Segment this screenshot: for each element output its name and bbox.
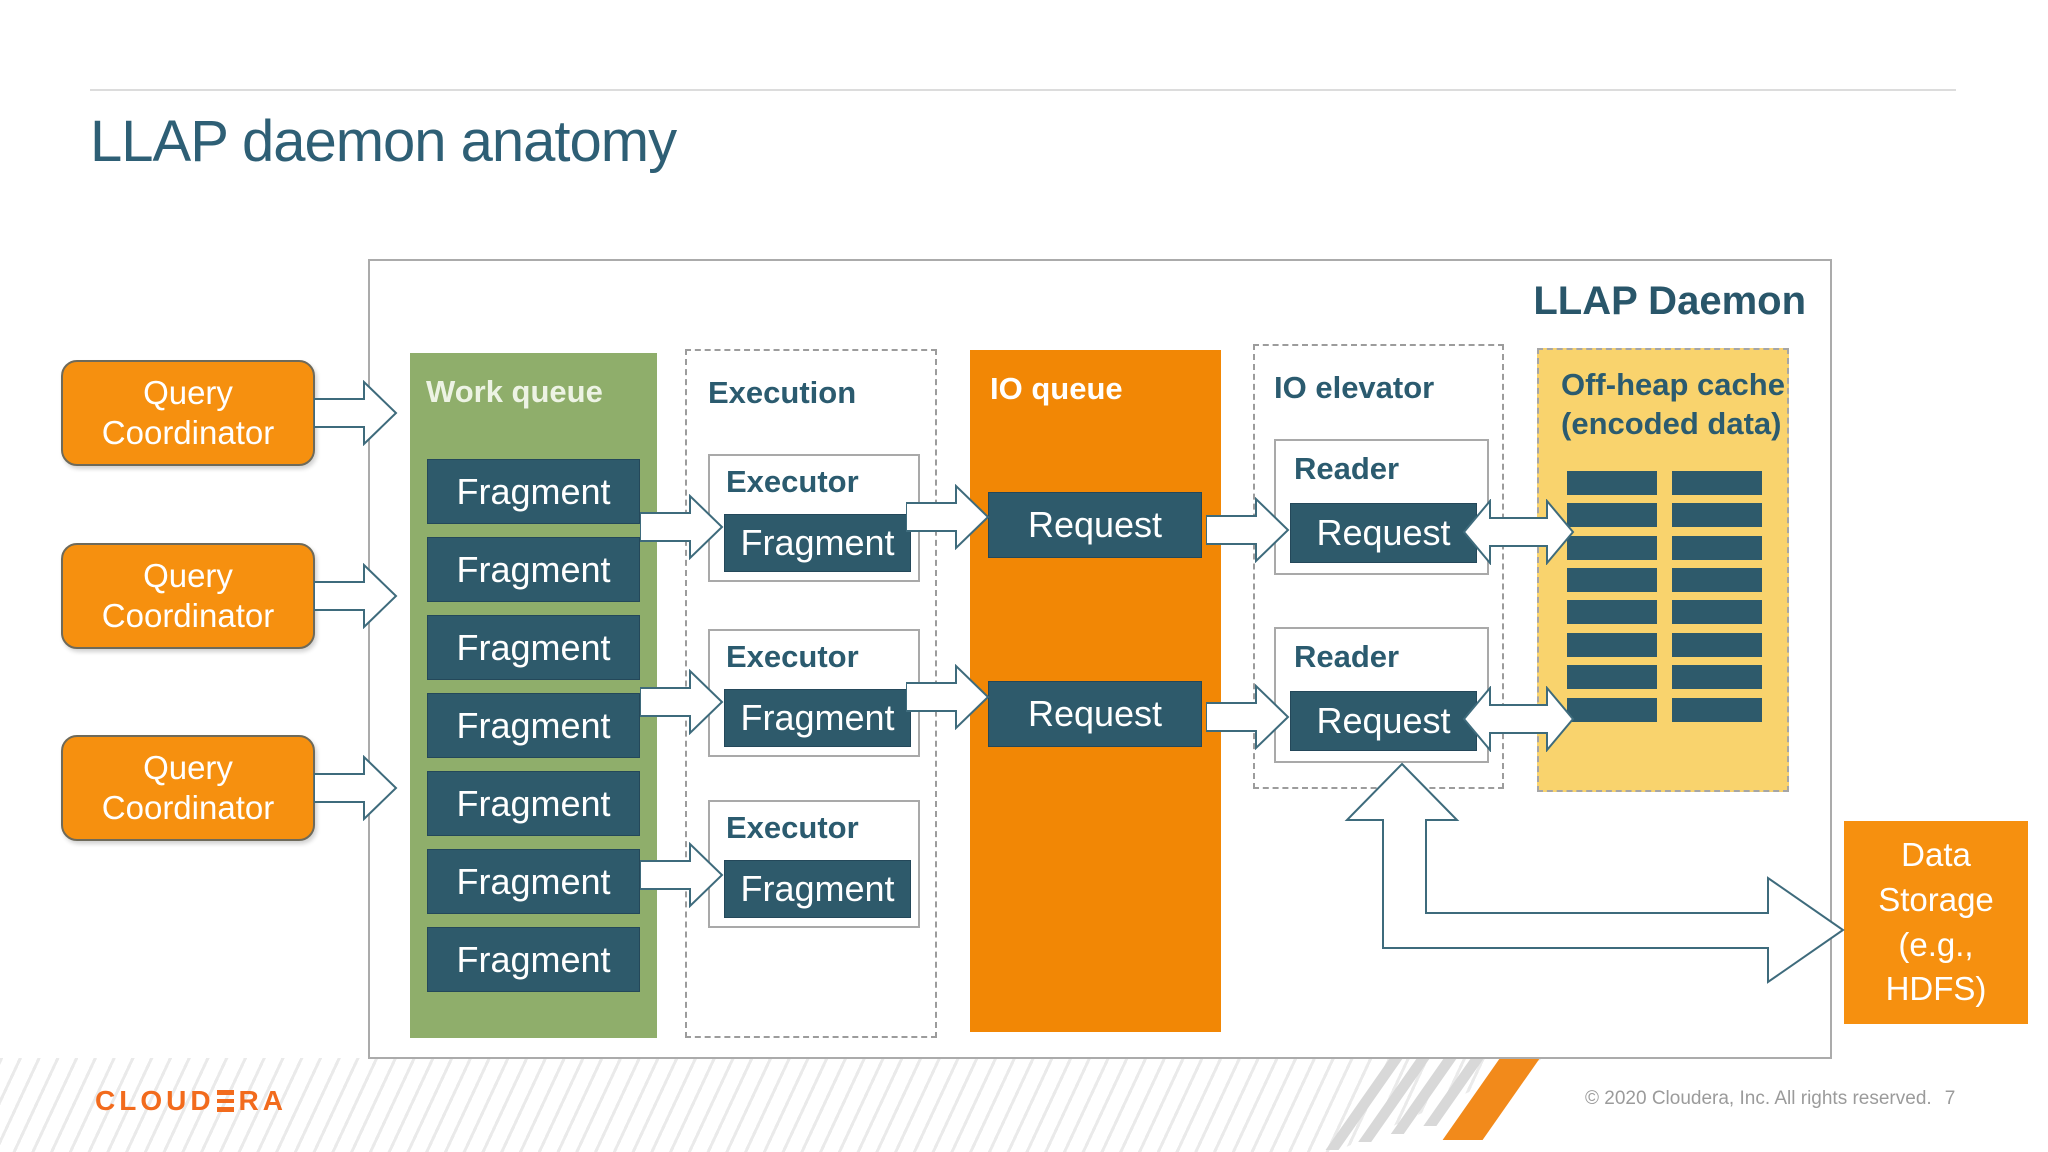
executor-fragment-box: Fragment	[724, 514, 911, 572]
reader-box: Reader Request	[1274, 439, 1489, 575]
reader-request-box: Request	[1290, 503, 1477, 563]
work-queue-label: Work queue	[426, 374, 603, 409]
flow-arrow-icon	[640, 842, 724, 908]
cache-block	[1567, 698, 1657, 722]
request-box: Request	[988, 681, 1202, 747]
execution-label: Execution	[708, 375, 857, 410]
cache-block	[1567, 633, 1657, 657]
flow-arrow-icon	[906, 664, 990, 730]
cache-block	[1567, 471, 1657, 495]
flow-arrow-icon	[314, 380, 398, 446]
cache-block	[1672, 503, 1762, 527]
work-queue-panel: Work queue Fragment Fragment Fragment Fr…	[410, 353, 657, 1038]
executor-label: Executor	[726, 639, 859, 674]
io-queue-panel: IO queue Request Request	[970, 350, 1221, 1032]
logo-text-suffix: RA	[238, 1085, 287, 1116]
offheap-cache-panel: Off-heap cache (encoded data)	[1537, 348, 1789, 792]
flow-arrow-icon	[314, 755, 398, 821]
data-storage-box: Data Storage (e.g., HDFS)	[1844, 821, 2028, 1024]
fragment-box: Fragment	[427, 537, 640, 602]
executor-fragment-box: Fragment	[724, 860, 911, 918]
cache-block	[1567, 600, 1657, 624]
io-elevator-label: IO elevator	[1274, 370, 1435, 405]
executor-box: Executor Fragment	[708, 800, 920, 928]
execution-panel: Execution Executor Fragment Executor Fra…	[685, 349, 937, 1038]
fragment-box: Fragment	[427, 927, 640, 992]
reader-label: Reader	[1294, 451, 1400, 486]
footer-copyright: © 2020 Cloudera, Inc. All rights reserve…	[1585, 1088, 1932, 1109]
llap-daemon-label: LLAP Daemon	[1533, 279, 1806, 323]
cache-block	[1672, 600, 1762, 624]
query-coordinator-box: Query Coordinator	[61, 543, 315, 649]
flow-arrow-icon	[640, 669, 724, 735]
cloudera-logo: CLOUD RA	[95, 1085, 287, 1117]
reader-label: Reader	[1294, 639, 1400, 674]
top-divider	[90, 89, 1956, 91]
fragment-box: Fragment	[427, 849, 640, 914]
cache-block	[1567, 503, 1657, 527]
flow-arrow-icon	[640, 494, 724, 560]
cache-block	[1672, 568, 1762, 592]
query-coordinator-box: Query Coordinator	[61, 360, 315, 466]
diagonal-stripes-decoration	[0, 1058, 1545, 1152]
cache-block	[1672, 471, 1762, 495]
executor-label: Executor	[726, 810, 859, 845]
executor-label: Executor	[726, 464, 859, 499]
fragment-box: Fragment	[427, 615, 640, 680]
fragment-box: Fragment	[427, 771, 640, 836]
logo-text-prefix: CLOUD	[95, 1085, 215, 1116]
page-title: LLAP daemon anatomy	[90, 109, 677, 174]
fragment-box: Fragment	[427, 693, 640, 758]
io-queue-label: IO queue	[990, 371, 1123, 406]
reader-request-box: Request	[1290, 691, 1477, 751]
flow-arrow-icon	[1206, 684, 1290, 750]
offheap-cache-label: Off-heap cache (encoded data)	[1561, 367, 1785, 441]
cache-block	[1567, 665, 1657, 689]
executor-box: Executor Fragment	[708, 454, 920, 582]
page-number: 7	[1944, 1088, 1956, 1109]
double-arrow-icon	[1462, 499, 1575, 565]
cache-block	[1672, 698, 1762, 722]
io-elevator-panel: IO elevator Reader Request Reader Reques…	[1253, 344, 1504, 789]
cache-block	[1567, 568, 1657, 592]
cache-block	[1672, 536, 1762, 560]
cache-block	[1672, 665, 1762, 689]
reader-box: Reader Request	[1274, 627, 1489, 763]
flow-arrow-icon	[314, 563, 398, 629]
flow-arrow-icon	[906, 484, 990, 550]
executor-box: Executor Fragment	[708, 629, 920, 757]
executor-fragment-box: Fragment	[724, 689, 911, 747]
flow-arrow-icon	[1206, 497, 1290, 563]
request-box: Request	[988, 492, 1202, 558]
logo-ebars-icon	[216, 1090, 234, 1112]
double-arrow-icon	[1462, 686, 1575, 752]
storage-bent-arrow-icon	[1344, 762, 1845, 984]
query-coordinator-box: Query Coordinator	[61, 735, 315, 841]
cache-block	[1672, 633, 1762, 657]
cache-block	[1567, 536, 1657, 560]
fragment-box: Fragment	[427, 459, 640, 524]
